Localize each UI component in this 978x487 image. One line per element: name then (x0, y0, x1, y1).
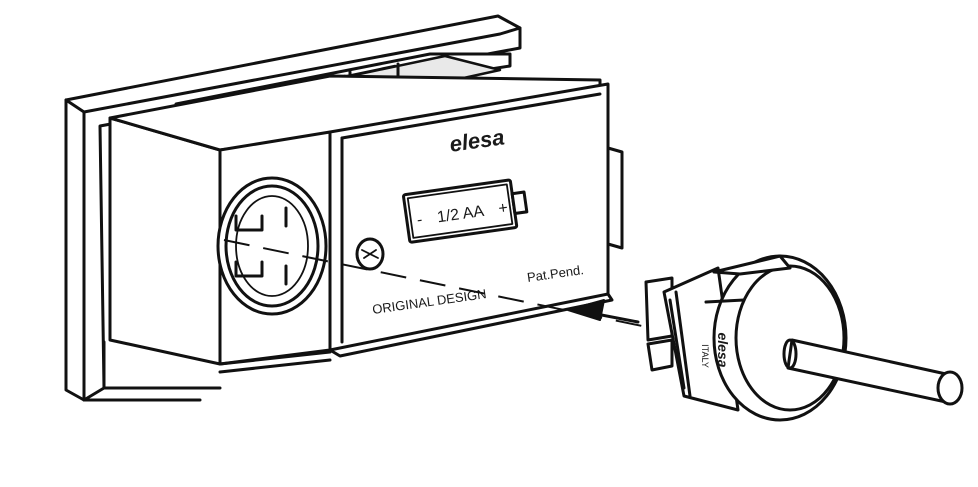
cap-country-label: ITALY (700, 344, 710, 368)
screw-icon (355, 237, 385, 271)
cap-brand-logo: elesa (715, 332, 731, 367)
battery-socket (216, 176, 328, 316)
arrow-left-icon (567, 299, 640, 324)
battery-symbol: - 1/2 AA + (402, 178, 529, 244)
battery-minus-sign: - (416, 212, 424, 230)
battery-cap: elesa ITALY (644, 254, 848, 422)
shaft (782, 338, 964, 406)
battery-plus-sign: + (497, 200, 509, 218)
battery-size-label: 1/2 AA (436, 203, 485, 226)
